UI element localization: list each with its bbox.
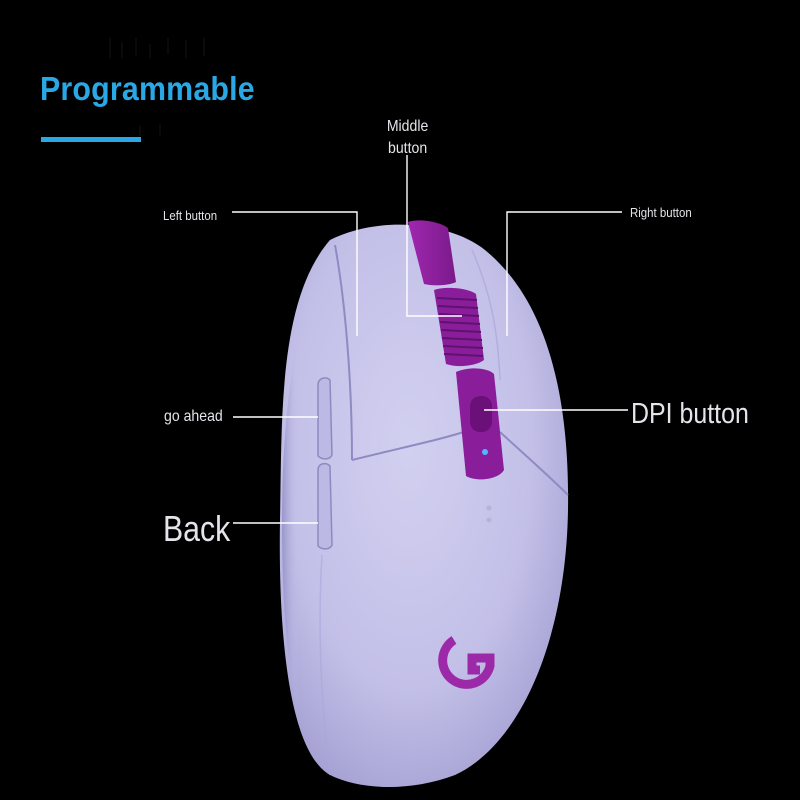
right-button-callout-line [506,211,622,336]
middle-button-label: Middle button [387,116,428,160]
go-ahead-side-button [317,377,333,460]
middle-button-label-line1: Middle [386,118,429,135]
dpi-button [470,396,492,432]
top-purple-button [408,220,456,286]
go-ahead-label: go ahead [164,408,223,425]
middle-button-label-line2: button [387,140,428,157]
g-logo-icon [438,636,495,689]
dpi-button-label: DPI button [631,398,749,430]
right-button-label: Right button [630,205,692,220]
decorative-streaks [109,38,205,136]
left-button-label: Left button [163,208,218,223]
left-button-callout-line [232,211,358,336]
dpi-indicator-light [482,449,488,455]
mouse-body [279,224,569,788]
middle-button-callout-line [406,155,462,317]
page-title: Programmable [40,70,255,107]
title-underline [41,137,141,142]
back-side-button [317,462,333,550]
scroll-wheel [434,287,484,367]
back-label: Back [163,508,231,549]
